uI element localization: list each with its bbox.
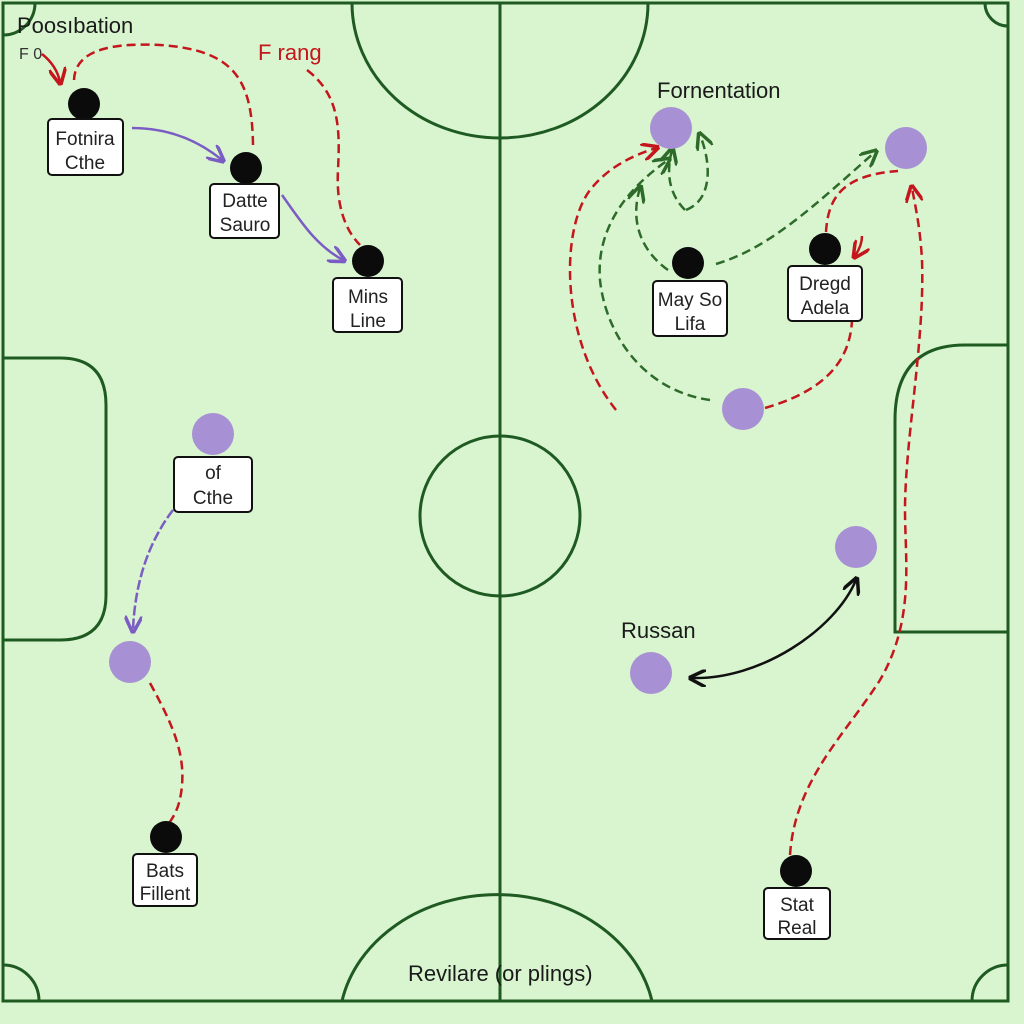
red-run-arrow (855, 235, 862, 256)
player-name: Stat (780, 895, 815, 916)
center-circle (418, 434, 582, 598)
russan-label: Russan (621, 618, 696, 643)
player-role: Sauro (220, 215, 271, 236)
bottom-arc (340, 893, 654, 1002)
player-dot-fotnira[interactable] (68, 88, 100, 120)
footer-caption: Revilare (or plings) (408, 961, 593, 986)
player-name: of (205, 463, 222, 484)
opponent-dot[interactable] (722, 388, 764, 430)
player-role: Line (350, 311, 386, 332)
green-run-arrow (636, 188, 669, 272)
player-label-boxes (47, 118, 863, 940)
label-box-mins (332, 277, 403, 333)
purple-pass-arrow (131, 126, 222, 160)
right-penalty-box (893, 343, 1008, 634)
player-name: Datte (222, 191, 267, 212)
pitch-outline (1, 1, 1010, 1003)
label-box-stat (763, 887, 831, 940)
player-name: Dregd (799, 274, 851, 295)
player-name: Bats (146, 861, 184, 882)
corner-arc-tr (983, 2, 1009, 28)
opponent-dot[interactable] (109, 641, 151, 683)
player-name: Fotnira (55, 129, 115, 150)
red-run-arrow (764, 319, 854, 410)
player-role: Cthe (65, 153, 105, 174)
corner-arc-tl (2, 2, 37, 37)
label-box-dregd (787, 265, 863, 322)
red-annotation: F rang (258, 40, 322, 65)
diagram-title: Poosıbation (17, 13, 133, 38)
movement-arrows (41, 43, 924, 856)
label-box-fotnira (47, 118, 124, 176)
black-exchange-arrow (692, 580, 856, 678)
player-role: Lifa (675, 314, 706, 335)
players-purple (109, 107, 927, 694)
opponent-dot[interactable] (630, 652, 672, 694)
top-arc (350, 2, 650, 140)
red-run-arrow (568, 148, 656, 411)
red-run-arrow (72, 43, 255, 146)
label-box-may (652, 280, 728, 337)
corner-arc-bl (2, 963, 41, 1002)
opponent-dot[interactable] (650, 107, 692, 149)
red-run-arrow (41, 53, 60, 82)
label-box-of (173, 456, 253, 513)
player-dot-bats[interactable] (150, 821, 182, 853)
green-run-arrow (685, 135, 708, 212)
player-name: Mins (348, 287, 388, 308)
player-dot-dregd[interactable] (809, 233, 841, 265)
player-role: Real (777, 918, 816, 939)
purple-pass-arrow (133, 509, 174, 630)
diagram-subtitle: F 0 (19, 46, 42, 63)
player-role: Fillent (140, 884, 191, 905)
pitch-markings (1, 1, 1010, 1003)
player-dot-stat[interactable] (780, 855, 812, 887)
player-dot-may[interactable] (672, 247, 704, 279)
label-box-bats (132, 853, 198, 907)
opponent-dot[interactable] (835, 526, 877, 568)
green-run-arrow (715, 152, 875, 266)
players-dark (68, 88, 841, 887)
player-dot-datte[interactable] (230, 152, 262, 184)
opponent-dot[interactable] (885, 127, 927, 169)
red-run-arrow (824, 169, 899, 233)
corner-arc-br (970, 963, 1009, 1002)
player-role: Adela (801, 298, 850, 319)
player-name: May So (658, 290, 722, 311)
purple-pass-arrow (280, 194, 343, 260)
red-run-arrow (148, 682, 184, 826)
formation-heading: Fornentation (657, 78, 781, 103)
green-run-arrow (669, 150, 686, 211)
player-dot-mins[interactable] (352, 245, 384, 277)
red-run-arrow (306, 69, 361, 246)
label-box-datte (209, 183, 280, 239)
player-role: Cthe (193, 488, 233, 509)
player-label-text: Fotnira Cthe Datte Sauro Mins Line of Ct… (55, 129, 850, 939)
opponent-dot[interactable] (192, 413, 234, 455)
left-penalty-box (3, 356, 108, 642)
